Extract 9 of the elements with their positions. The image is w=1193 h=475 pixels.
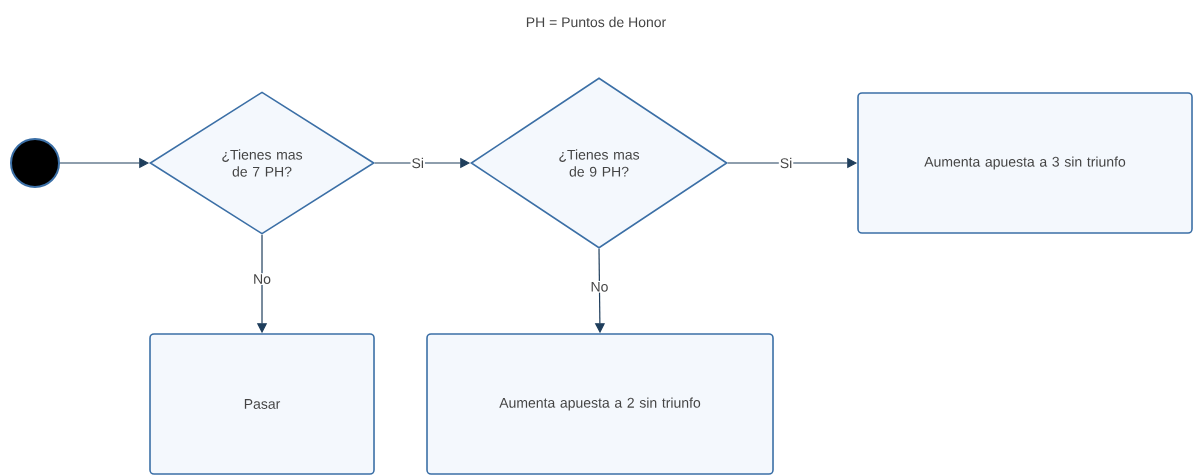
edge-label: Si (778, 156, 794, 170)
process-box: Aumenta apuesta a 3 sin triunfo (857, 92, 1193, 234)
process-box: Aumenta apuesta a 2 sin triunfo (426, 333, 774, 475)
edge-label: Si (410, 156, 425, 170)
start-circle (10, 138, 60, 188)
edge-label: No (252, 273, 272, 285)
title: PH = Puntos de Honor (526, 16, 666, 28)
edge-label: No (589, 280, 610, 293)
process-box: Pasar (149, 333, 375, 475)
